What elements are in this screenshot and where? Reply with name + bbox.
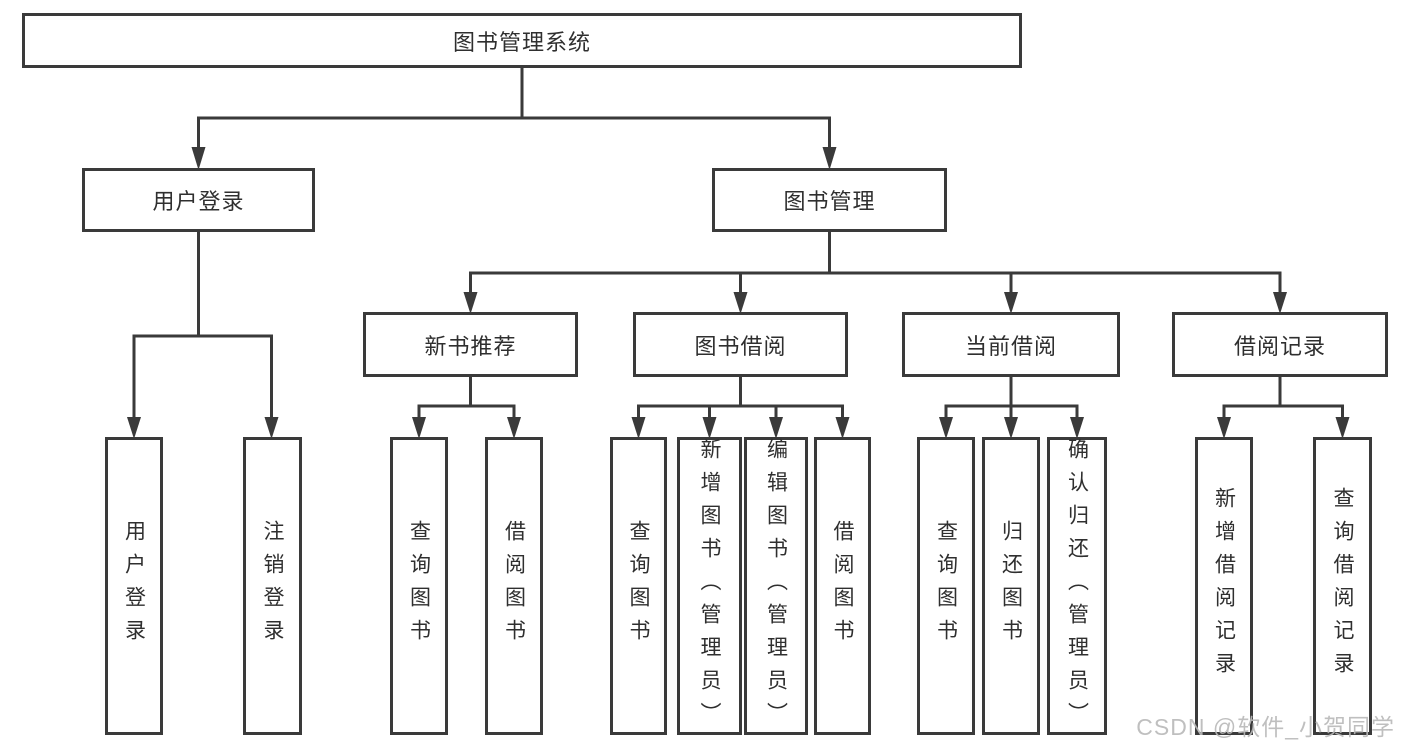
node-book-borrow: 图书借阅 [633, 312, 848, 377]
leaf-user-login: 用户登录 [105, 437, 163, 735]
node-new-book-recommend: 新书推荐 [363, 312, 578, 377]
node-borrow-records: 借阅记录 [1172, 312, 1388, 377]
leaf-logout: 注销登录 [243, 437, 302, 735]
leaf-label: 新增借阅记录 [1212, 487, 1236, 685]
node-library-system: 图书管理系统 [22, 13, 1022, 68]
leaf-add-borrow-record: 新增借阅记录 [1195, 437, 1253, 735]
node-book-management: 图书管理 [712, 168, 947, 232]
node-user-login: 用户登录 [82, 168, 315, 232]
node-label: 借阅记录 [1233, 333, 1326, 359]
leaf-label: 借阅图书 [502, 520, 526, 652]
csdn-watermark: CSDN @软件_小贺同学 [1136, 714, 1395, 740]
node-label: 当前借阅 [964, 333, 1057, 359]
leaf-label: 新增图书（管理员） [698, 437, 721, 735]
node-label: 图书管理 [783, 189, 876, 214]
leaf-borrow-books: 借阅图书 [814, 437, 871, 735]
leaf-confirm-return-admin: 确认归还（管理员） [1047, 437, 1107, 735]
leaf-label: 查询借阅记录 [1331, 487, 1354, 685]
leaf-label: 查询图书 [934, 520, 958, 652]
leaf-label: 查询图书 [407, 520, 431, 652]
node-label: 图书管理系统 [452, 29, 591, 55]
leaf-query-books: 查询图书 [390, 437, 448, 735]
node-current-borrow: 当前借阅 [902, 312, 1120, 377]
leaf-label: 注销登录 [261, 520, 284, 652]
leaf-add-books-admin: 新增图书（管理员） [677, 437, 742, 735]
leaf-label: 编辑图书（管理员） [764, 437, 788, 735]
node-label: 图书借阅 [694, 333, 787, 359]
node-label: 新书推荐 [424, 333, 517, 359]
leaf-label: 确认归还（管理员） [1065, 437, 1089, 735]
leaf-query-borrow-record: 查询借阅记录 [1313, 437, 1372, 735]
leaf-query-books: 查询图书 [610, 437, 667, 735]
leaf-label: 用户登录 [122, 520, 146, 652]
leaf-return-books: 归还图书 [982, 437, 1040, 735]
leaf-label: 借阅图书 [831, 520, 854, 652]
leaf-label: 归还图书 [999, 520, 1023, 652]
leaf-borrow-books: 借阅图书 [485, 437, 543, 735]
leaf-edit-books-admin: 编辑图书（管理员） [744, 437, 808, 735]
node-label: 用户登录 [152, 189, 245, 214]
leaf-query-books: 查询图书 [917, 437, 975, 735]
leaf-label: 查询图书 [627, 520, 650, 652]
